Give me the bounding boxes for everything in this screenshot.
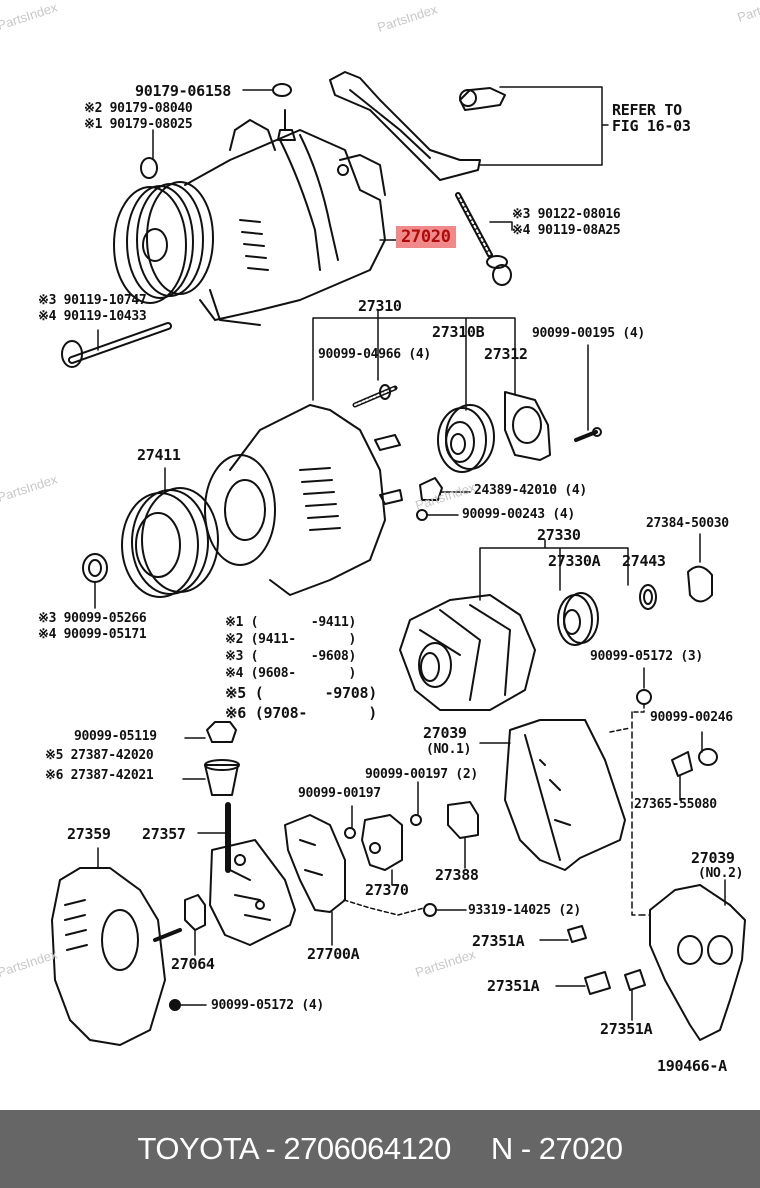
legend-range: ( -9708) [254, 684, 378, 702]
part-label-27388[interactable]: 27388 [435, 866, 479, 884]
rotor-assembly-drawing [399, 533, 713, 711]
drive-end-frame-drawing [82, 309, 602, 609]
brand-part-number: TOYOTA - 2706064120 [137, 1131, 452, 1166]
part-label-90099-00243[interactable]: 90099-00243 (4) [462, 507, 575, 522]
part-label-27411[interactable]: 27411 [137, 446, 181, 464]
part-label-27351A[interactable]: 27351A [487, 977, 540, 995]
part-label-90179-06158[interactable]: 90179-06158 [135, 82, 232, 100]
legend-range: ( -9411) [250, 615, 357, 630]
part-label-90099-00197-2[interactable]: 90099-00197 (2) [365, 767, 478, 782]
refer-note-line1: REFER TO [612, 101, 682, 119]
legend-mark: ※1 [225, 615, 244, 630]
part-label-90099-05171[interactable]: ※4 90099-05171 [38, 627, 147, 642]
part-label-27700A[interactable]: 27700A [307, 945, 360, 963]
part-label-27064[interactable]: 27064 [171, 955, 215, 973]
rear-end-parts-drawing [343, 667, 746, 1041]
diagram-part-number: N - 27020 [490, 1131, 623, 1166]
part-label-27020-highlighted[interactable]: 27020 [396, 226, 456, 248]
part-label-90099-05119[interactable]: 90099-05119 [74, 729, 157, 744]
part-label-27365-55080[interactable]: 27365-55080 [634, 797, 717, 812]
legend-row: ※5 ( -9708) [225, 685, 377, 701]
figure-code: 190466-A [657, 1057, 727, 1075]
legend-mark: ※6 [225, 704, 246, 722]
legend-range: ( -9608) [250, 649, 357, 664]
part-label-90099-00246[interactable]: 90099-00246 [650, 710, 733, 725]
part-label-27357[interactable]: 27357 [142, 825, 186, 843]
part-label-90099-05266[interactable]: ※3 90099-05266 [38, 611, 147, 626]
legend-row: ※3 ( -9608) [225, 649, 356, 664]
part-label-90122-08016[interactable]: ※3 90122-08016 [512, 207, 621, 222]
part-label-27310B[interactable]: 27310B [432, 323, 485, 341]
legend-row: ※4 (9608- ) [225, 666, 356, 681]
part-label-27370[interactable]: 27370 [365, 881, 409, 899]
part-label-27443[interactable]: 27443 [622, 552, 666, 570]
part-label-27330[interactable]: 27330 [537, 526, 581, 544]
legend-mark: ※2 [225, 632, 244, 647]
part-label-24389-42010[interactable]: 24389-42010 (4) [474, 483, 587, 498]
part-label-27384-50030[interactable]: 27384-50030 [646, 516, 729, 531]
part-label-93319-14025[interactable]: 93319-14025 (2) [468, 903, 581, 918]
legend-row: ※2 (9411- ) [225, 632, 356, 647]
parts-diagram: PartsIndex PartsIndex PartsIndex PartsIn… [0, 0, 760, 1075]
legend-range: (9411- ) [250, 632, 357, 647]
part-label-90119-10747[interactable]: ※3 90119-10747 [38, 293, 147, 308]
legend-mark: ※5 [225, 684, 246, 702]
legend-mark: ※4 [225, 666, 244, 681]
part-label-27039-no2-sub: (NO.2) [698, 866, 744, 881]
part-label-27312[interactable]: 27312 [484, 345, 528, 363]
part-label-90099-05172-4[interactable]: 90099-05172 (4) [211, 998, 324, 1013]
part-label-90179-08040[interactable]: ※2 90179-08040 [84, 101, 193, 116]
part-label-27351A[interactable]: 27351A [600, 1020, 653, 1038]
rectifier-and-frame-drawing [51, 721, 479, 1046]
alternator-assembly-drawing [61, 71, 609, 368]
refer-note-line2[interactable]: FIG 16-03 [612, 117, 691, 135]
part-label-90099-00195[interactable]: 90099-00195 (4) [532, 326, 645, 341]
part-label-90099-05172-3[interactable]: 90099-05172 (3) [590, 649, 703, 664]
part-label-90119-08A25[interactable]: ※4 90119-08A25 [512, 223, 621, 238]
legend-range: (9608- ) [250, 666, 357, 681]
part-label-27039-no1[interactable]: 27039 [423, 724, 467, 742]
legend-row: ※6 (9708- ) [225, 705, 377, 721]
part-label-27330A[interactable]: 27330A [548, 552, 601, 570]
legend-mark: ※3 [225, 649, 244, 664]
part-label-90099-04966[interactable]: 90099-04966 (4) [318, 347, 431, 362]
diagram-artwork [51, 71, 746, 1046]
part-label-90099-00197[interactable]: 90099-00197 [298, 786, 381, 801]
part-label-27310[interactable]: 27310 [358, 297, 402, 315]
part-label-27359[interactable]: 27359 [67, 825, 111, 843]
legend-row: ※1 ( -9411) [225, 615, 356, 630]
part-label-27039-no1-sub: (NO.1) [426, 742, 472, 757]
part-label-27387-42020[interactable]: ※5 27387-42020 [45, 748, 154, 763]
part-label-27351A[interactable]: 27351A [472, 932, 525, 950]
part-info-footer: TOYOTA - 2706064120 N - 27020 [0, 1110, 760, 1188]
part-label-90179-08025[interactable]: ※1 90179-08025 [84, 117, 193, 132]
part-label-27387-42021[interactable]: ※6 27387-42021 [45, 768, 154, 783]
part-label-27039-no2[interactable]: 27039 [691, 849, 735, 867]
legend-range: (9708- ) [254, 704, 378, 722]
part-label-90119-10433[interactable]: ※4 90119-10433 [38, 309, 147, 324]
